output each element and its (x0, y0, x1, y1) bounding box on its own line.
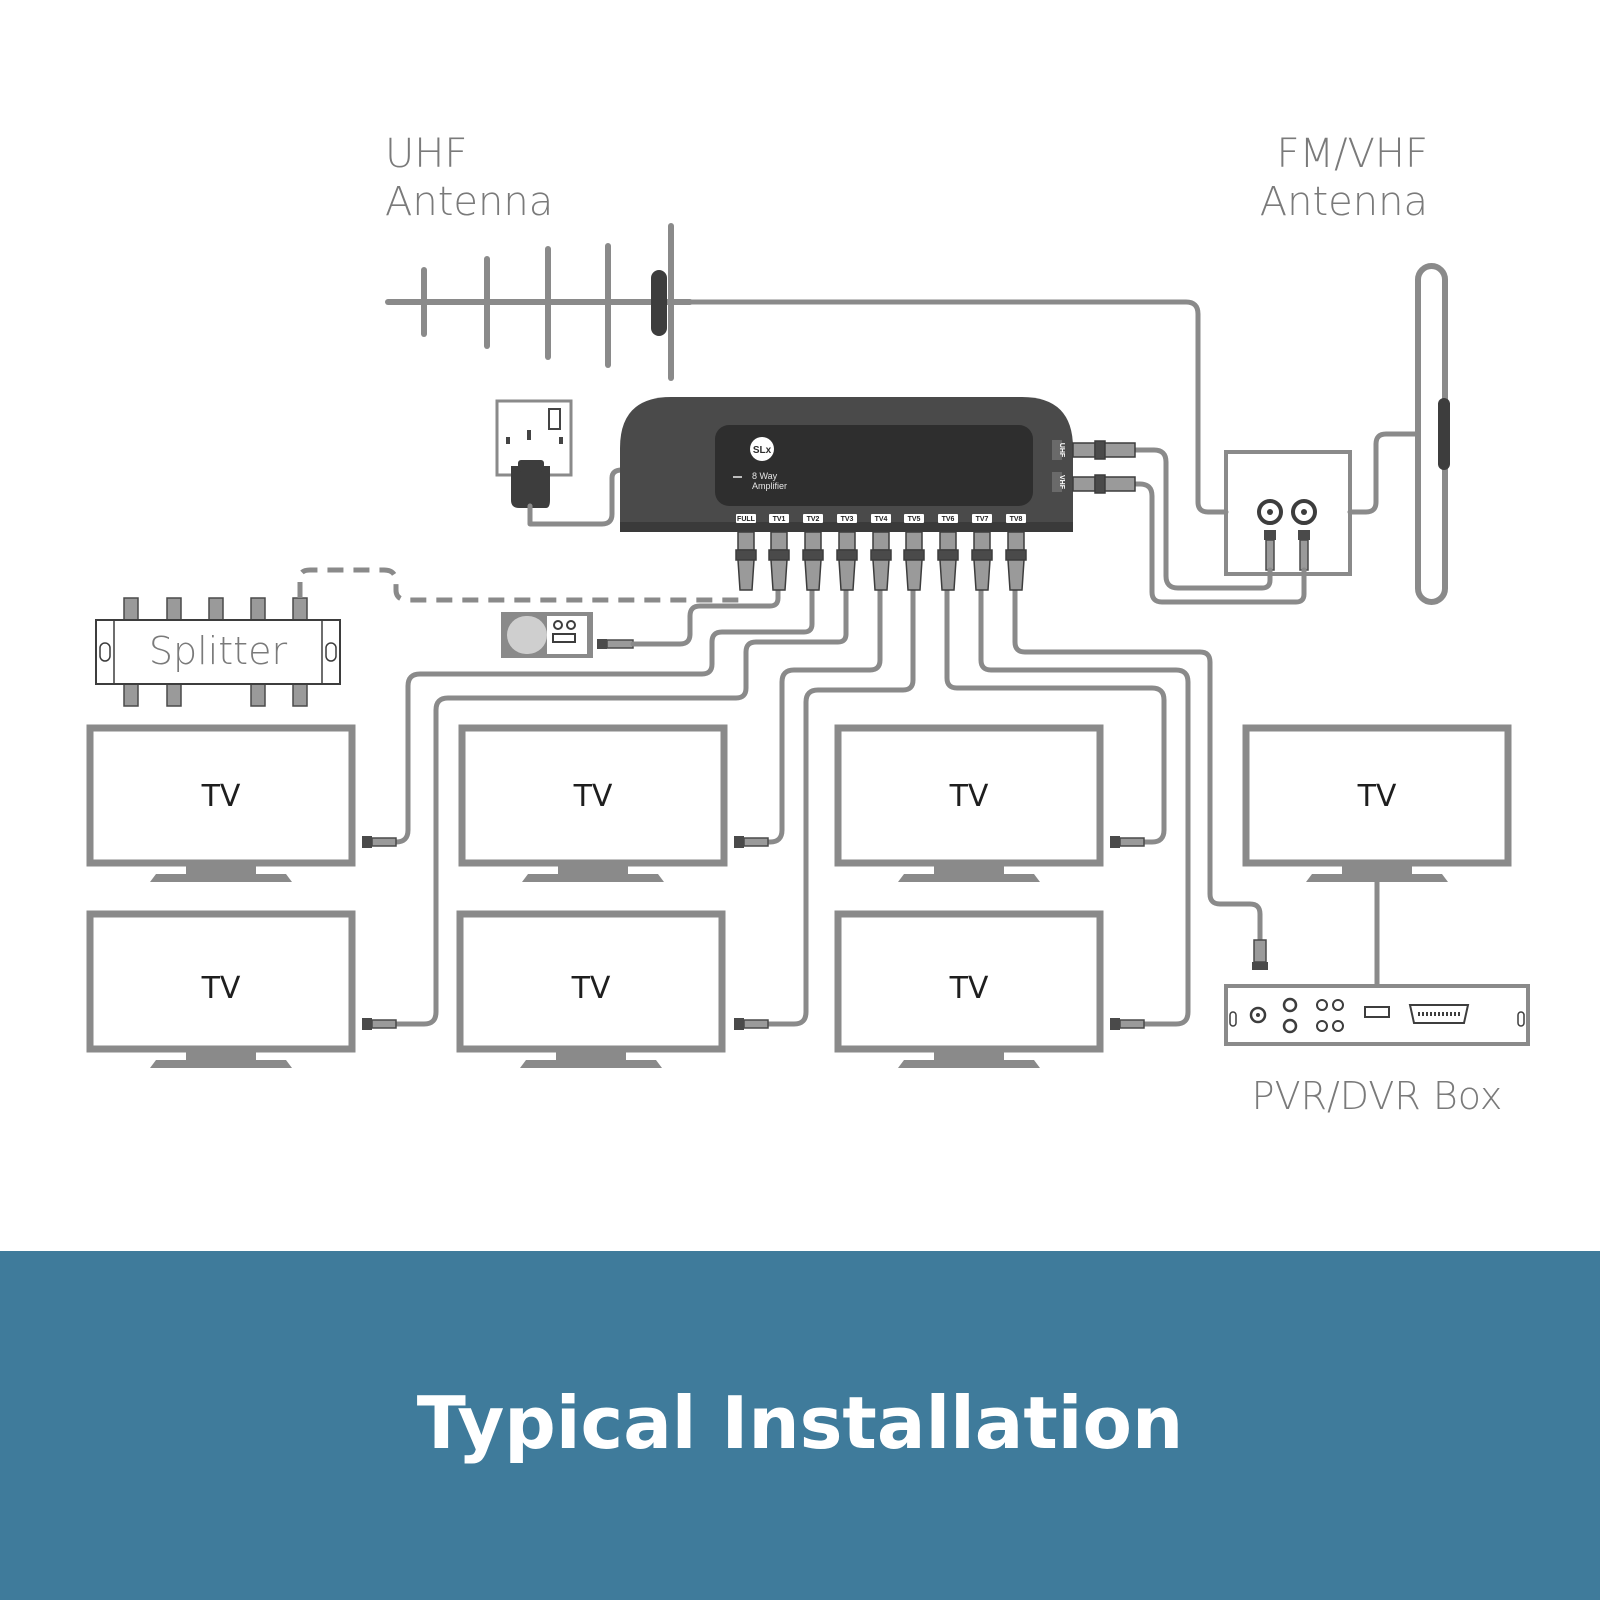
amplifier-input-uhf: UHF (1058, 443, 1065, 458)
port-label-tv8: TV8 (1010, 516, 1023, 523)
uhf-antenna-label-line1: UHF (385, 131, 467, 177)
power-socket-icon (495, 399, 573, 508)
amplifier-unit (620, 397, 1136, 591)
tv-label: TV (201, 971, 241, 1006)
fm-vhf-antenna-icon (1415, 263, 1450, 605)
amplifier-name-line1: 8 Way (752, 471, 778, 481)
output-cables (369, 587, 1263, 1027)
port-label-tv7: TV7 (976, 516, 989, 523)
tv-label: TV (1357, 779, 1397, 814)
splitter-icon (95, 597, 341, 707)
pvr-box-label: PVR/DVR Box (1252, 1074, 1503, 1118)
amplifier-name-line2: Amplifier (752, 481, 787, 491)
wall-plate-to-uhf-in-cable (1133, 447, 1273, 591)
installation-diagram: UHF Antenna FM/VHF Antenna (86, 131, 1530, 1118)
wall-plate-to-vhf-in-cable (1133, 481, 1307, 605)
uhf-antenna-cable (687, 299, 1229, 515)
port-label-tv2: TV2 (807, 516, 820, 523)
port-label-tv5: TV5 (908, 516, 921, 523)
amplifier-input-vhf: VHF (1058, 475, 1065, 490)
tv-screen (86, 724, 397, 882)
tv-label: TV (573, 779, 613, 814)
port-label-tv4: TV4 (875, 516, 888, 523)
uhf-antenna-label-line2: Antenna (385, 179, 553, 225)
tv-label: TV (571, 971, 611, 1006)
amplifier-brand: SLx (753, 445, 772, 456)
video-recorder-icon (501, 612, 634, 658)
tv-label: TV (949, 779, 989, 814)
antenna-wall-plate-icon (1224, 450, 1352, 576)
uhf-antenna-icon (385, 223, 693, 381)
port-label-tv3: TV3 (841, 516, 854, 523)
tv-screen (456, 910, 769, 1068)
tv-label: TV (201, 779, 241, 814)
port-label-tv6: TV6 (942, 516, 955, 523)
tv-screen (834, 724, 1145, 882)
port-label-full: FULL (737, 516, 756, 523)
pvr-box-icon (1224, 939, 1530, 1046)
splitter-label: Splitter (149, 629, 288, 673)
port-label-tv1: TV1 (773, 516, 786, 523)
tv-screen (1242, 724, 1512, 882)
tv-screen (458, 724, 769, 882)
tv-screen (834, 910, 1145, 1068)
fm-vhf-antenna-label-line1: FM/VHF (1277, 131, 1428, 177)
tv-screen (86, 910, 397, 1068)
tv-label: TV (949, 971, 989, 1006)
fm-antenna-cable (1347, 431, 1421, 515)
fm-vhf-antenna-label-line2: Antenna (1260, 179, 1428, 225)
power-cable (527, 467, 628, 527)
footer-banner: Typical Installation (0, 1251, 1600, 1600)
page-title: Typical Installation (416, 1381, 1184, 1465)
splitter-dashed-cable (297, 567, 745, 603)
